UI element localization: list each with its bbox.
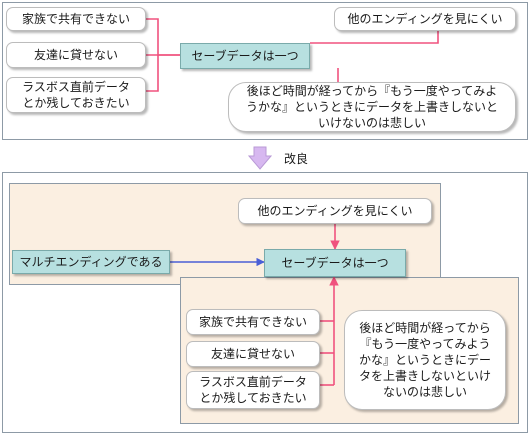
single-save-data-2: セーブデータは一つ xyxy=(264,249,406,277)
bottom-panel xyxy=(2,172,528,433)
single-save-data: セーブデータは一つ xyxy=(180,43,310,69)
issue-keep-boss-save-2: ラスボス直前データ とか残しておきたい xyxy=(186,371,320,409)
issue-lend-friend: 友達に貸せない xyxy=(6,42,146,68)
overwrite-sad-bubble-2: 後ほど時間が経ってから『もう一度やってみようかな』というときにデータを上書きしな… xyxy=(344,310,506,410)
top-panel xyxy=(2,2,528,140)
other-endings-hard-2: 他のエンディングを見にくい xyxy=(238,198,432,224)
issue-family-share: 家族で共有できない xyxy=(6,7,146,31)
issue-family-share-2: 家族で共有できない xyxy=(186,309,320,335)
down-arrow-icon xyxy=(248,146,272,170)
multi-ending-source: マルチエンディングである xyxy=(12,250,170,274)
improvement-label: 改良 xyxy=(284,151,309,166)
other-endings-hard: 他のエンディングを見にくい xyxy=(334,7,516,31)
issue-lend-friend-2: 友達に貸せない xyxy=(186,341,320,367)
issue-keep-boss-save: ラスボス直前データ とか残しておきたい xyxy=(6,77,146,113)
overwrite-sad-bubble: 後ほど時間が経ってから『もう一度やってみようかな』というときにデータを上書きしな… xyxy=(228,82,516,132)
improvement-indicator: 改良 xyxy=(248,146,308,170)
